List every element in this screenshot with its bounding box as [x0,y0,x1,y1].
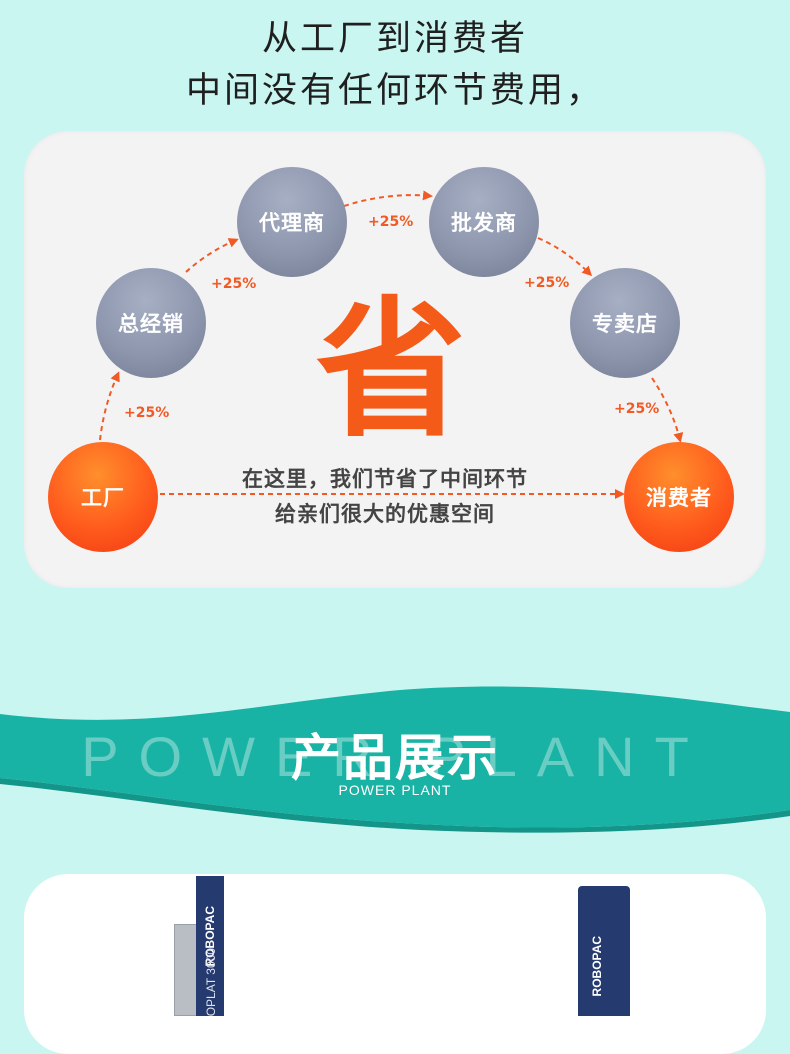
arrow-agent-to-wholesaler [343,190,433,207]
markup-label-2: +25% [211,276,257,292]
arrow-wholesaler-to-store [537,237,593,277]
machine-b-brand: ROBOPAC [590,936,604,997]
node-agent: 代理商 [237,167,347,277]
section-title: 产品展示 [291,729,499,787]
node-distributor: 总经销 [96,268,206,378]
machine-a-model: OPLAT 3000 [204,948,218,1017]
markup-label-5: +25% [614,401,660,417]
markup-label-4: +25% [524,275,570,291]
product-card [24,874,766,1054]
section-ghost-text: POWER PLANT [81,725,709,788]
markup-label-1: +25% [124,405,170,421]
markup-label-3: +25% [368,214,414,230]
save-character: 省 [316,284,467,458]
machine-b-pillar [578,886,630,1016]
arrow-distributor-to-agent [185,238,239,273]
message-line-1: 在这里，我们节省了中间环节 [242,467,528,491]
headline-line-2: 中间没有任何环节费用， [185,71,604,111]
section-subtitle: POWER PLANT [338,782,452,798]
message-line-2: 给亲们很大的优惠空间 [275,502,495,526]
node-store: 专卖店 [570,268,680,378]
flow-arrows [99,190,684,499]
node-consumer: 消费者 [624,442,734,552]
node-wholesaler: 批发商 [429,167,539,277]
machine-a-base [174,924,198,1016]
arrow-factory-to-distributor [99,371,120,441]
node-factory: 工厂 [48,442,158,552]
section-banner-band [0,686,790,833]
machine-a-pillar [196,876,224,1016]
headline-line-1: 从工厂到消费者 [261,19,528,59]
